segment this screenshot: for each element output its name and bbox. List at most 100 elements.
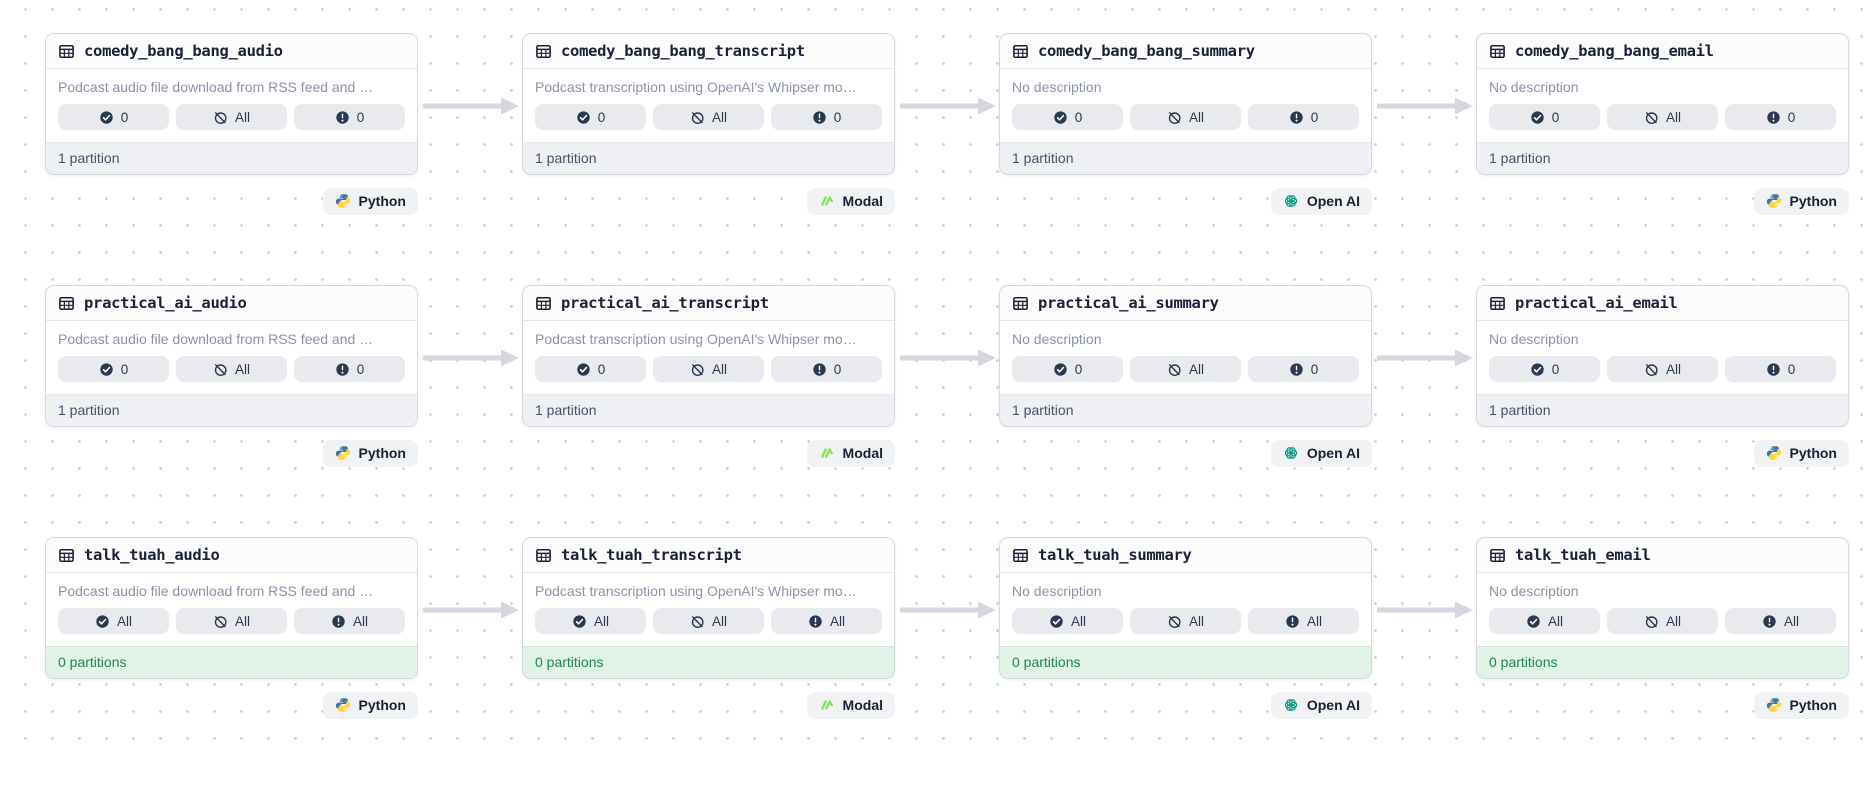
partition-status-pills: 0 All	[58, 356, 405, 382]
asset-card-header: comedy_bang_bang_transcript	[523, 34, 894, 69]
asset-card[interactable]: comedy_bang_bang_audio Podcast audio fil…	[45, 33, 418, 175]
asset-node: comedy_bang_bang_audio Podcast audio fil…	[45, 33, 418, 215]
failed-pill: 0	[771, 104, 882, 130]
asset-node: practical_ai_transcript Podcast transcri…	[522, 285, 895, 467]
compute-kind-tag[interactable]: Python	[322, 692, 418, 719]
compute-kind-tag[interactable]: Python	[1753, 188, 1849, 215]
failed-pill: 0	[1248, 356, 1359, 382]
materialized-pill: 0	[58, 104, 169, 130]
materialized-count: 0	[120, 361, 129, 377]
alert-circle-icon	[1285, 614, 1300, 629]
failed-pill: All	[294, 608, 405, 634]
asset-card[interactable]: practical_ai_transcript Podcast transcri…	[522, 285, 895, 427]
compute-kind-label: Python	[358, 697, 406, 713]
python-icon	[1766, 445, 1782, 461]
materialized-pill: All	[1012, 608, 1123, 634]
table-icon	[1489, 43, 1506, 60]
missing-count: All	[1665, 613, 1681, 629]
alert-circle-icon	[1762, 614, 1777, 629]
edge-gap	[1372, 537, 1476, 719]
missing-count: All	[1188, 109, 1204, 125]
failed-pill: 0	[294, 104, 405, 130]
compute-kind-tag[interactable]: Modal	[806, 692, 895, 719]
asset-card[interactable]: talk_tuah_summary No description All	[999, 537, 1372, 679]
failed-count: All	[1306, 613, 1322, 629]
asset-node: comedy_bang_bang_email No description 0	[1476, 33, 1849, 215]
asset-card-body: Podcast audio file download from RSS fee…	[46, 573, 417, 646]
python-icon	[335, 445, 351, 461]
table-icon	[1012, 547, 1029, 564]
alert-circle-icon	[335, 362, 350, 377]
missing-count: All	[1665, 361, 1681, 377]
failed-pill: All	[1725, 608, 1836, 634]
asset-card[interactable]: practical_ai_email No description 0	[1476, 285, 1849, 427]
missing-pill: All	[653, 356, 764, 382]
asset-title: talk_tuah_summary	[1038, 546, 1192, 564]
graph-canvas[interactable]: comedy_bang_bang_audio Podcast audio fil…	[0, 0, 1873, 748]
asset-card[interactable]: practical_ai_summary No description 0	[999, 285, 1372, 427]
failed-count: All	[1783, 613, 1799, 629]
table-icon	[535, 547, 552, 564]
asset-card-body: No description 0	[1477, 321, 1848, 394]
ban-circle-icon	[690, 110, 705, 125]
table-icon	[58, 295, 75, 312]
compute-kind-tag[interactable]: Open AI	[1270, 692, 1372, 719]
asset-card[interactable]: comedy_bang_bang_email No description 0	[1476, 33, 1849, 175]
asset-card[interactable]: talk_tuah_audio Podcast audio file downl…	[45, 537, 418, 679]
edge-gap	[895, 285, 999, 467]
asset-description: No description	[1012, 331, 1102, 347]
compute-kind-tag[interactable]: Open AI	[1270, 440, 1372, 467]
alert-circle-icon	[1766, 362, 1781, 377]
materialized-count: 0	[597, 361, 606, 377]
partition-count-footer: 0 partitions	[1000, 646, 1371, 678]
compute-kind-tag[interactable]: Python	[322, 440, 418, 467]
compute-kind-tag[interactable]: Modal	[806, 188, 895, 215]
missing-count: All	[711, 109, 727, 125]
failed-count: All	[829, 613, 845, 629]
asset-card-body: No description 0	[1000, 321, 1371, 394]
table-icon	[58, 547, 75, 564]
asset-card[interactable]: talk_tuah_email No description All	[1476, 537, 1849, 679]
asset-card[interactable]: practical_ai_audio Podcast audio file do…	[45, 285, 418, 427]
ban-circle-icon	[1167, 614, 1182, 629]
openai-icon	[1283, 193, 1299, 209]
compute-kind-tag[interactable]: Python	[1753, 440, 1849, 467]
modal-icon	[819, 445, 835, 461]
compute-kind-row: Python	[45, 440, 418, 467]
missing-count: All	[1188, 613, 1204, 629]
alert-circle-icon	[1766, 110, 1781, 125]
asset-card[interactable]: comedy_bang_bang_summary No description …	[999, 33, 1372, 175]
compute-kind-tag[interactable]: Open AI	[1270, 188, 1372, 215]
asset-card[interactable]: talk_tuah_transcript Podcast transcripti…	[522, 537, 895, 679]
compute-kind-label: Python	[1789, 697, 1837, 713]
partition-status-pills: All All	[58, 608, 405, 634]
check-circle-icon	[1530, 362, 1545, 377]
compute-kind-row: Python	[45, 692, 418, 719]
missing-count: All	[234, 109, 250, 125]
compute-kind-tag[interactable]: Modal	[806, 440, 895, 467]
edge-arrow-icon	[1377, 349, 1473, 367]
compute-kind-tag[interactable]: Python	[322, 188, 418, 215]
asset-card-header: talk_tuah_audio	[46, 538, 417, 573]
edge-arrow-icon	[1377, 601, 1473, 619]
check-circle-icon	[1049, 614, 1064, 629]
compute-kind-row: Modal	[522, 692, 895, 719]
check-circle-icon	[576, 110, 591, 125]
alert-circle-icon	[335, 110, 350, 125]
asset-card-body: Podcast audio file download from RSS fee…	[46, 321, 417, 394]
modal-icon	[819, 193, 835, 209]
alert-circle-icon	[1289, 362, 1304, 377]
compute-kind-row: Open AI	[999, 692, 1372, 719]
partition-status-pills: 0 All	[1489, 104, 1836, 130]
asset-node: talk_tuah_audio Podcast audio file downl…	[45, 537, 418, 719]
compute-kind-tag[interactable]: Python	[1753, 692, 1849, 719]
compute-kind-label: Open AI	[1306, 697, 1360, 713]
compute-kind-label: Open AI	[1306, 445, 1360, 461]
compute-kind-row: Python	[45, 188, 418, 215]
check-circle-icon	[576, 362, 591, 377]
compute-kind-label: Modal	[842, 193, 883, 209]
compute-kind-label: Python	[358, 193, 406, 209]
asset-title: practical_ai_email	[1515, 294, 1678, 312]
asset-card[interactable]: comedy_bang_bang_transcript Podcast tran…	[522, 33, 895, 175]
table-icon	[1012, 43, 1029, 60]
